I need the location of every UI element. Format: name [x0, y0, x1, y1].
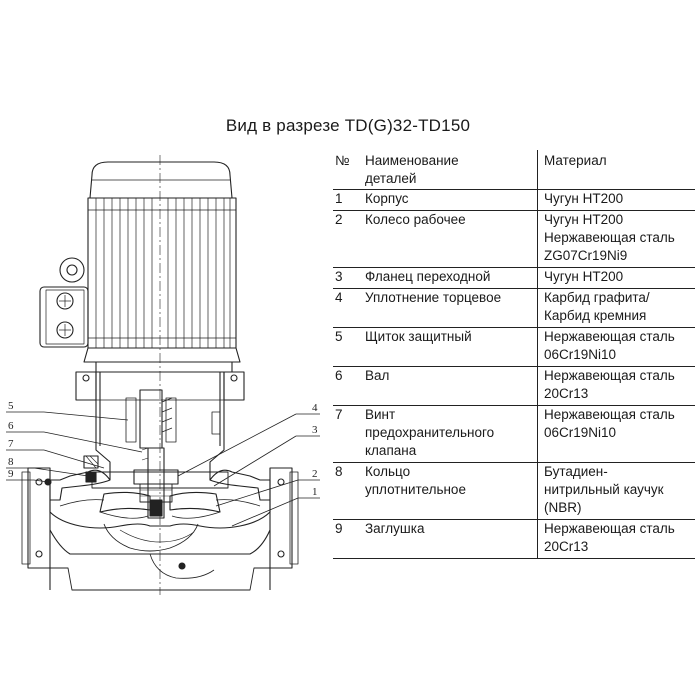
material-line: (NBR) — [544, 500, 582, 515]
row-number: 1 — [333, 189, 361, 211]
pump-cross-section-drawing: 5 6 7 8 9 4 3 2 1 — [6, 155, 320, 595]
material-line: Чугун HT200 — [544, 212, 624, 227]
part-name: Заглушка — [361, 519, 538, 559]
part-name: Вал — [361, 366, 538, 406]
diagram-title: Вид в разрезе TD(G)32-TD150 — [0, 116, 700, 136]
table-row: 9 Заглушка Нержавеющая сталь 20Cr13 — [333, 519, 695, 559]
material-line: Карбид графита/ — [544, 290, 650, 305]
part-material: Карбид графита/Карбид кремния — [537, 288, 695, 328]
title-text: Вид в разрезе TD(G)32-TD150 — [225, 116, 471, 135]
part-name-line: Кольцо — [365, 464, 411, 479]
callout-6: 6 — [8, 420, 14, 432]
header-name-line2: деталей — [365, 171, 417, 186]
material-line: 20Cr13 — [544, 386, 589, 401]
callout-numbers: 5 6 7 8 9 4 3 2 1 — [8, 400, 318, 498]
table-row: 4 Уплотнение торцевое Карбид графита/Карби… — [333, 288, 695, 328]
part-name-line: уплотнительное — [365, 482, 466, 497]
part-name-line: Вал — [365, 368, 390, 383]
header-name: Наименование деталей — [361, 150, 538, 190]
part-name-line: Заглушка — [365, 521, 425, 536]
material-line: 06Cr19Ni10 — [544, 425, 617, 440]
row-number: 3 — [333, 267, 361, 289]
part-name: Щиток защитный — [361, 327, 538, 367]
material-line: ZG07Cr19Ni9 — [544, 248, 628, 263]
row-number: 7 — [333, 405, 361, 463]
part-name-line: Колесо рабочее — [365, 212, 466, 227]
part-material: Бутадиен-нитрильный каучук (NBR) — [537, 462, 695, 520]
material-line: Нержавеющая сталь — [544, 407, 675, 422]
part-name-line: Корпус — [365, 191, 409, 206]
callout-1: 1 — [312, 486, 318, 498]
callout-8: 8 — [8, 456, 14, 468]
material-line: нитрильный каучук — [544, 482, 664, 497]
motor — [83, 161, 241, 373]
part-name-line: Винт — [365, 407, 396, 422]
part-name: Уплотнение торцевое — [361, 288, 538, 328]
table-header-row: № Наименование деталей Материал — [333, 150, 695, 190]
part-name: Винт предохранительного клапана — [361, 405, 538, 463]
callout-9: 9 — [8, 468, 14, 480]
callout-leaders — [6, 411, 320, 527]
part-name: Фланец переходной — [361, 267, 538, 289]
terminal-box — [39, 257, 89, 348]
part-material: Нержавеющая сталь 06Cr19Ni10 — [537, 327, 695, 367]
part-name: Корпус — [361, 189, 538, 211]
pump-casing — [21, 467, 299, 591]
row-number: 6 — [333, 366, 361, 406]
header-no: № — [333, 150, 361, 190]
part-name-line: Уплотнение торцевое — [365, 290, 502, 305]
part-name-line: Щиток защитный — [365, 329, 472, 344]
part-name-line: клапана — [365, 443, 417, 458]
material-line: Чугун HT200 — [544, 269, 624, 284]
table-row: 7 Винт предохранительного клапана Нержавеюща… — [333, 405, 695, 463]
material-line: Бутадиен- — [544, 464, 608, 479]
callout-4: 4 — [312, 402, 318, 414]
part-material: Нержавеющая сталь 20Cr13 — [537, 366, 695, 406]
callout-2: 2 — [312, 468, 318, 480]
part-name: Колесо рабочее — [361, 210, 538, 268]
header-name-line1: Наименование — [365, 153, 459, 168]
table-row: 3 Фланец переходной Чугун HT200 — [333, 267, 695, 289]
callout-5: 5 — [8, 400, 14, 412]
table-row: 8 Кольцо уплотнительное Бутадиен-нитрильный… — [333, 462, 695, 520]
lantern-bracket — [75, 371, 245, 480]
material-line: Нержавеющая сталь — [544, 521, 675, 536]
material-line: 06Cr19Ni10 — [544, 347, 617, 362]
material-line: Нержавеющая сталь — [544, 230, 675, 245]
material-line: Нержавеющая сталь — [544, 329, 675, 344]
row-number: 5 — [333, 327, 361, 367]
part-material: Нержавеющая сталь 06Cr19Ni10 — [537, 405, 695, 463]
table-row: 5 Щиток защитный Нержавеющая сталь 06Cr19Ni… — [333, 327, 695, 367]
part-material: Чугун HT200 — [537, 189, 695, 211]
shaft — [125, 389, 177, 519]
row-number: 8 — [333, 462, 361, 520]
table-row: 1 Корпус Чугун HT200 — [333, 189, 695, 211]
material-line: Чугун HT200 — [544, 191, 624, 206]
part-material: Чугун HT200 — [537, 267, 695, 289]
material-line: Карбид кремния — [544, 308, 647, 323]
callout-3: 3 — [312, 424, 318, 436]
row-number: 9 — [333, 519, 361, 559]
material-line: 20Cr13 — [544, 539, 589, 554]
material-line: Нержавеющая сталь — [544, 368, 675, 383]
plug — [44, 455, 99, 486]
table-row: 6 Вал Нержавеющая сталь 20Cr13 — [333, 366, 695, 406]
header-material: Материал — [537, 150, 695, 190]
part-material: Нержавеющая сталь 20Cr13 — [537, 519, 695, 559]
part-name: Кольцо уплотнительное — [361, 462, 538, 520]
callout-7: 7 — [8, 438, 14, 450]
mechanical-seal — [133, 469, 179, 517]
part-name-line: Фланец переходной — [365, 269, 491, 284]
row-number: 2 — [333, 210, 361, 268]
row-number: 4 — [333, 288, 361, 328]
part-name-line: предохранительного — [365, 425, 495, 440]
